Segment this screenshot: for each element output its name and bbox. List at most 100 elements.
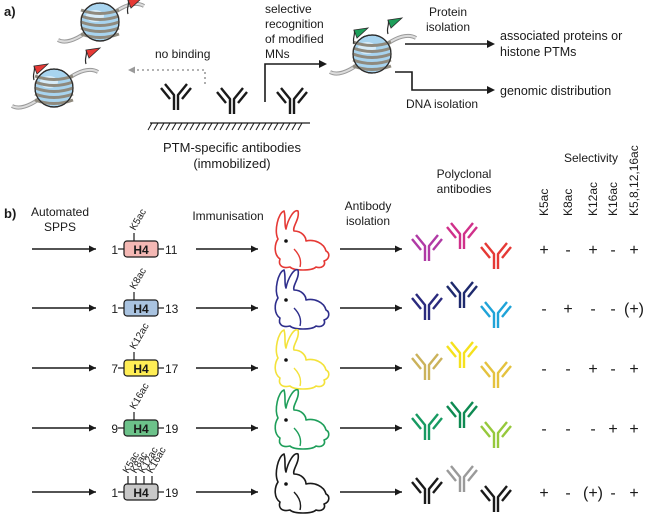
result-protein-label: histone PTMs (500, 45, 576, 59)
peptide-name: H4 (133, 486, 149, 500)
antibody-caption: (immobilized) (193, 156, 270, 171)
protein-isolation-label: isolation (426, 20, 470, 34)
surface-hatch (273, 122, 279, 131)
rabbit-5 (274, 452, 330, 514)
surface-hatch (267, 122, 273, 131)
selective-label: MNs (265, 47, 290, 61)
peptide-end: 19 (165, 422, 179, 436)
result-protein-label: associated proteins or (500, 29, 622, 43)
selectivity-title: Selectivity (564, 151, 618, 165)
surface-hatch (171, 122, 177, 131)
nucleosome-bound (329, 17, 418, 76)
acetyl-mark: K12ac (128, 321, 152, 351)
arrow-spps-5 (32, 488, 96, 496)
panel-b-label: b) (4, 206, 16, 221)
binding-arrow (264, 63, 320, 102)
arrow-immunisation-4 (196, 424, 258, 432)
arrow-isolation-3 (340, 364, 402, 372)
selectivity-value: - (541, 301, 546, 318)
rabbit-3 (274, 328, 330, 390)
surface-hatch (231, 122, 237, 131)
peptide-name: H4 (133, 302, 149, 316)
acetyl-mark: K8ac (128, 266, 149, 291)
surface-hatch (255, 122, 261, 131)
antibody-5-c (480, 485, 512, 512)
arrow-spps-1 (32, 245, 96, 253)
step-isolation-label: isolation (346, 214, 390, 228)
protein-isolation-label: Protein (429, 5, 467, 19)
peptide-start: 1 (111, 302, 118, 316)
surface-hatch (207, 122, 213, 131)
peptide-start: 7 (111, 362, 118, 376)
surface-hatch (213, 122, 219, 131)
selectivity-value: - (565, 421, 570, 438)
selectivity-value: - (590, 301, 595, 318)
selectivity-value: + (608, 421, 617, 438)
binding-arrowhead (319, 60, 327, 68)
antibody-4-b (446, 401, 478, 428)
step-spps-label: SPPS (44, 220, 76, 234)
surface-hatch (153, 122, 159, 131)
arrow-isolation-1 (340, 245, 402, 253)
step-immunisation-label: Immunisation (192, 209, 263, 223)
acetyl-mark: K16ac (128, 381, 152, 411)
surface-hatch (159, 122, 165, 131)
step-spps-label: Automated (31, 205, 89, 219)
antibody-5-a (411, 477, 443, 504)
surface-hatch (225, 122, 231, 131)
peptide-start: 1 (111, 486, 118, 500)
surface-hatch (297, 122, 303, 131)
surface-hatch (291, 122, 297, 131)
surface-hatch (177, 122, 183, 131)
result-dna-label: genomic distribution (500, 84, 611, 98)
peptide-end: 11 (165, 243, 178, 257)
arrow-spps-4 (32, 424, 96, 432)
selectivity-value: (+) (624, 301, 644, 318)
selectivity-value: + (629, 242, 638, 259)
dna-isolation-label: DNA isolation (406, 97, 478, 111)
peptide-end: 13 (165, 302, 179, 316)
selectivity-value: - (610, 301, 615, 318)
nucleosome-unbound-2 (11, 47, 102, 110)
nucleosome-unbound-1 (57, 0, 146, 44)
selectivity-column-header: K16ac (606, 182, 620, 216)
antibody-2-b (446, 281, 478, 308)
antibody-3-b (446, 341, 478, 368)
surface-hatch (243, 122, 249, 131)
surface-antibody-2 (216, 87, 248, 114)
selectivity-value: - (610, 485, 615, 502)
dna-branch (395, 71, 488, 91)
selectivity-value: + (629, 361, 638, 378)
selectivity-value: - (565, 242, 570, 259)
rabbit-1 (274, 209, 330, 271)
arrow-spps-3 (32, 364, 96, 372)
rabbit-2 (274, 268, 330, 330)
peptide-start: 9 (111, 422, 118, 436)
surface-hatch (195, 122, 201, 131)
rabbit-4 (274, 388, 330, 450)
selectivity-column-header: K12ac (586, 182, 600, 216)
peptide-end: 19 (165, 486, 179, 500)
surface-hatch (219, 122, 225, 131)
selectivity-value: - (541, 361, 546, 378)
acetyl-mark: K5ac (128, 207, 149, 232)
selectivity-value: - (610, 242, 615, 259)
surface-hatch (237, 122, 243, 131)
arrow-spps-2 (32, 304, 96, 312)
selectivity-value: + (563, 301, 572, 318)
selectivity-value: + (588, 361, 597, 378)
peptide-end: 17 (165, 362, 179, 376)
surface-antibody-1 (160, 83, 192, 110)
surface-hatch (201, 122, 207, 131)
peptide-name: H4 (133, 243, 149, 257)
selectivity-value: + (539, 242, 548, 259)
antibody-5-b (446, 465, 478, 492)
selectivity-value: - (565, 485, 570, 502)
dna-arrowhead (487, 86, 495, 94)
surface-antibody-3 (276, 87, 308, 114)
selectivity-value: - (541, 421, 546, 438)
